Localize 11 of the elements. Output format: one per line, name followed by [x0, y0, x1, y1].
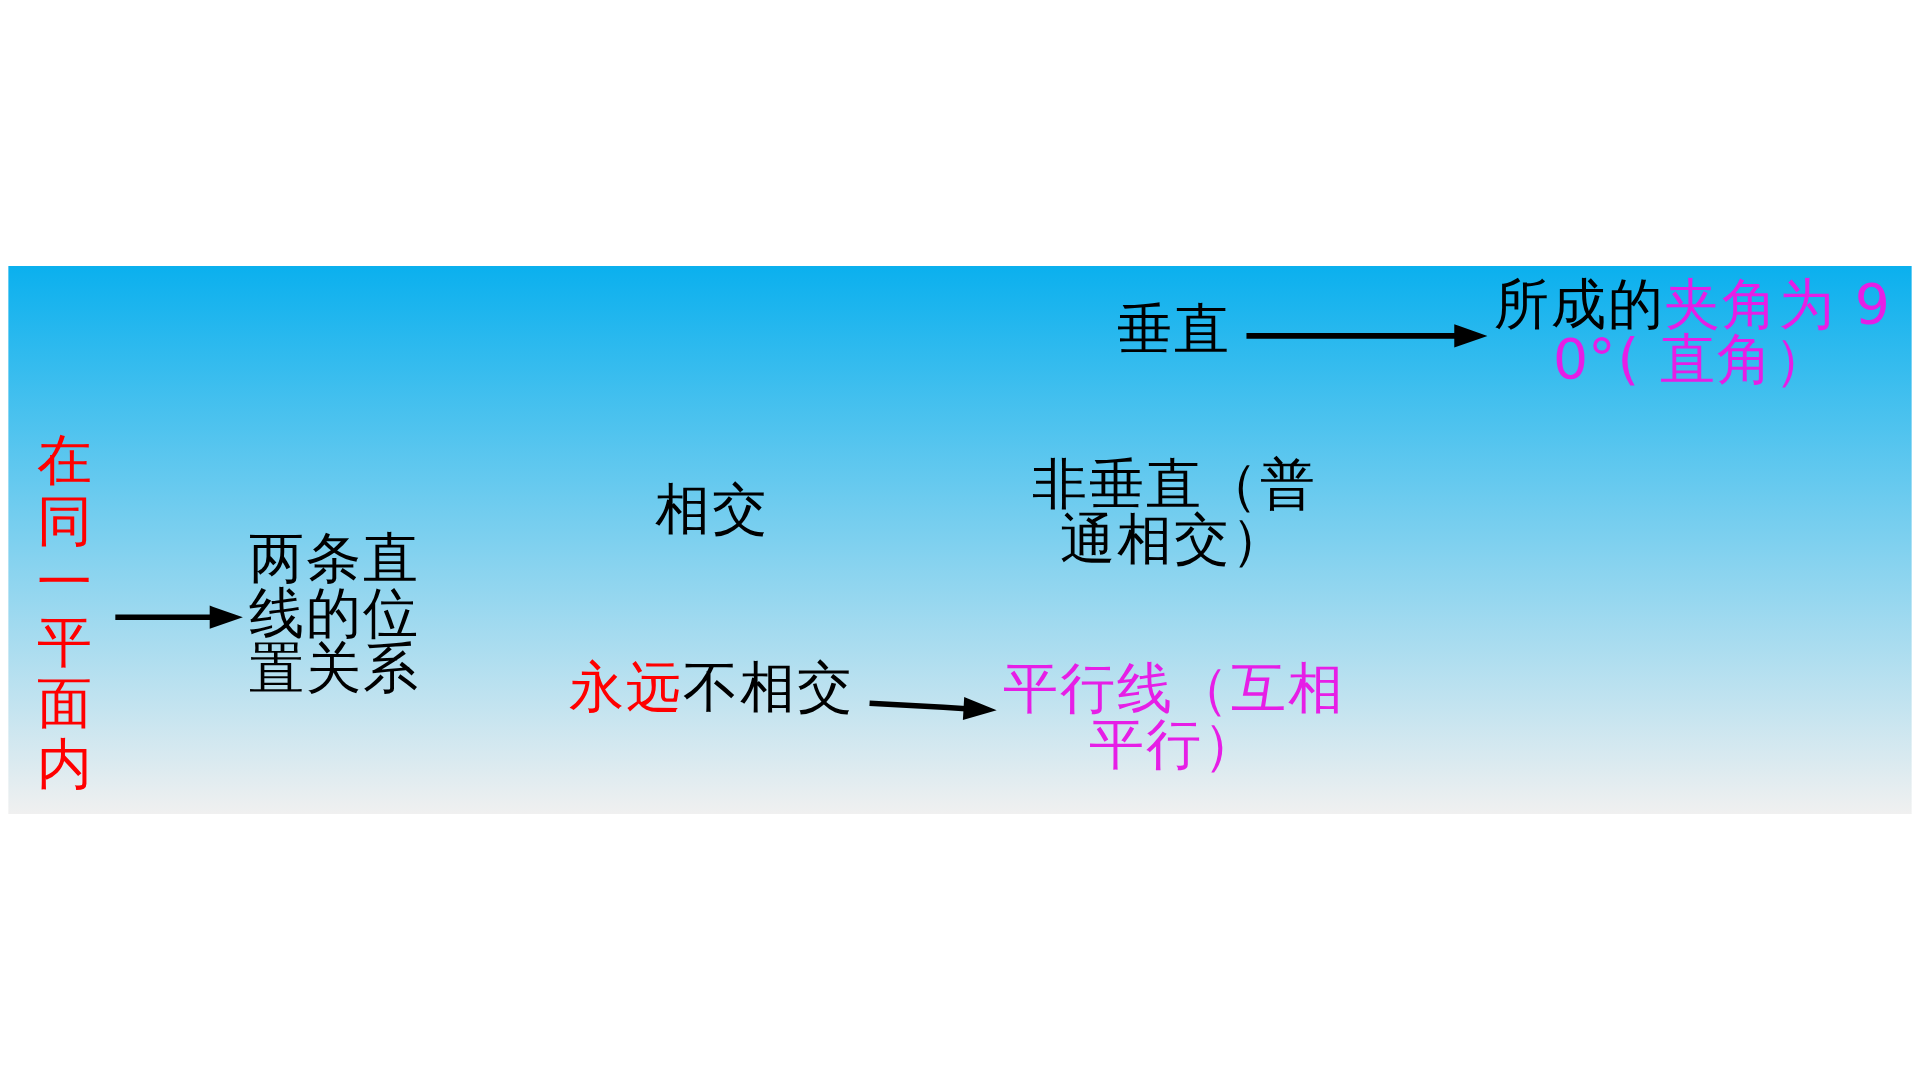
node-text: 平行线（互相平行） [1003, 656, 1344, 776]
node-text: 非垂直（普通相交） [1031, 452, 1315, 572]
node-text: 永远不相交 [569, 655, 853, 720]
node-text: 垂直 [1117, 296, 1230, 361]
node-text: 两条直线的位置关系 [249, 525, 419, 701]
arrow [869, 696, 997, 721]
node-text: 所成的夹角为 90°( 直角） [1494, 272, 1890, 392]
node-text: 在同一平面内 [36, 428, 92, 796]
node-text: 相交 [654, 477, 767, 542]
arrow [115, 605, 243, 629]
arrow [1246, 324, 1488, 348]
